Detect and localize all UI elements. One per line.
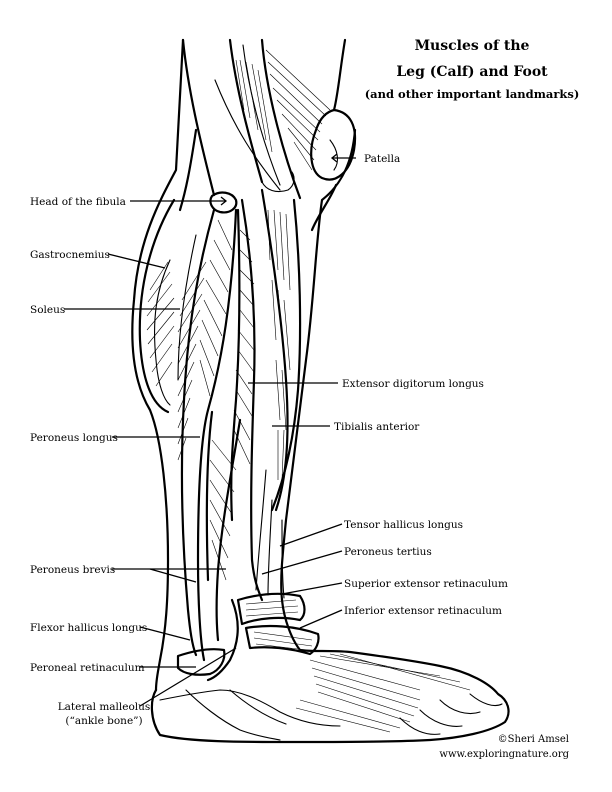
extensor-digitorum-longus [230,198,264,602]
leader-lines [64,153,356,707]
label-head-of-fibula: Head of the fibula [30,196,126,208]
leg-outline-front [280,128,357,602]
label-peroneus-longus: Peroneus longus [30,432,118,444]
credit-author: ©Sheri Amsel [498,734,569,745]
label-inferior-extensor-retinaculum: Inferior extensor retinaculum [344,605,502,617]
label-lateral-malleolus: Lateral malleolus [58,701,151,713]
soleus [177,208,216,657]
label-superior-extensor-retinaculum: Superior extensor retinaculum [344,578,508,590]
labels: Patella Head of the fibula Gastrocnemius… [30,153,508,727]
peroneus-longus [196,208,238,662]
label-extensor-digitorum-longus: Extensor digitorum longus [342,378,484,390]
credits: ©Sheri Amsel www.exploringnature.org [439,734,569,760]
gastrocnemius [138,198,176,414]
label-peroneus-brevis: Peroneus brevis [30,564,115,576]
leg-illustration [131,38,510,744]
head-of-fibula [209,191,238,214]
title-line-3: (and other important landmarks) [365,87,580,101]
inferior-extensor-retinaculum [244,624,320,656]
credit-website: www.exploringnature.org [439,749,569,760]
diagram-title: Muscles of the Leg (Calf) and Foot (and … [365,38,580,101]
lateral-malleolus [206,598,239,682]
label-tensor-hallicus-longus: Tensor hallicus longus [344,519,463,531]
label-gastrocnemius: Gastrocnemius [30,249,110,261]
label-flexor-hallicus-longus: Flexor hallicus longus [30,622,147,634]
peroneus-brevis [209,418,242,642]
leg-outline-back [131,38,185,692]
label-peroneal-retinaculum: Peroneal retinaculum [30,662,145,674]
superior-extensor-retinaculum [236,592,306,626]
title-line-1: Muscles of the [415,38,530,54]
label-soleus: Soleus [30,304,65,316]
label-ankle-bone: (“ankle bone”) [65,715,142,727]
title-line-2: Leg (Calf) and Foot [396,64,548,80]
label-peroneus-tertius: Peroneus tertius [344,546,432,558]
peroneal-retinaculum [176,648,226,676]
foot [150,598,510,744]
thigh-muscles [181,38,347,200]
patella [310,108,357,181]
tendons [255,469,285,599]
tibialis-anterior [260,171,302,512]
label-patella: Patella [364,153,400,165]
label-tibialis-anterior: Tibialis anterior [334,421,420,433]
